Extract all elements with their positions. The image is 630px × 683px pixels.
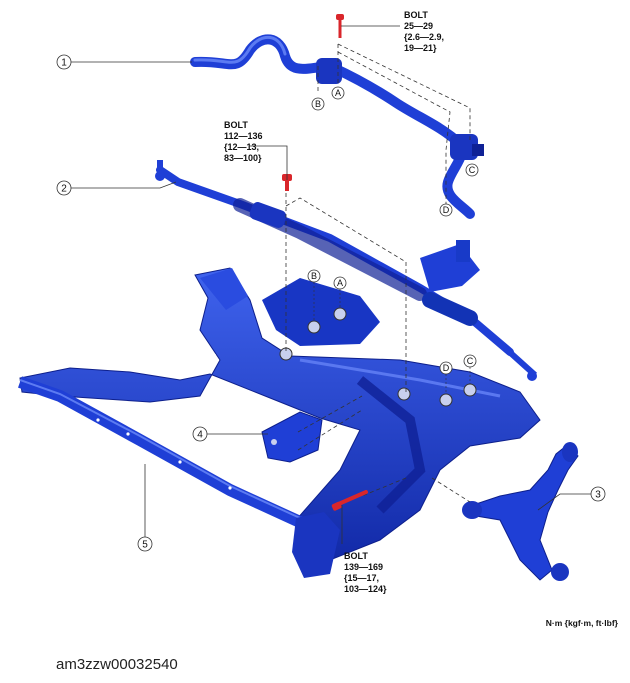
letter-marker-c-frame: C [463,354,477,368]
front-beam [18,376,340,578]
suspension-diagram: 1 2 3 4 5 A B C D B A D C BOLT 25—29 {2.… [18,10,606,594]
crossmember [19,267,541,561]
svg-text:103—124}: 103—124} [344,584,387,594]
letter-marker-a-top: A [331,86,345,100]
bracket [261,411,323,463]
svg-text:{15—17,: {15—17, [344,573,379,583]
letter-marker-d-frame: D [439,361,453,375]
torque-callout-middle: BOLT 112—136 {12—13, 83—100} [224,120,263,163]
torque-callout-top: BOLT 25—29 {2.6—2.9, 19—21} [404,10,444,53]
svg-text:A: A [335,88,341,98]
svg-text:C: C [467,356,474,366]
bolt-bottom-icon [331,490,368,511]
svg-text:D: D [443,205,450,215]
torque-units-note: N·m {kgf·m, ft·lbf} [545,618,618,628]
stabilizer-bar [190,34,484,219]
letter-marker-d-top: D [439,203,453,217]
letter-marker-a-frame: A [333,276,347,290]
leader-lines [70,25,592,544]
svg-text:25—29: 25—29 [404,21,433,31]
svg-text:BOLT: BOLT [344,551,368,561]
svg-text:5: 5 [142,540,148,551]
svg-text:139—169: 139—169 [344,562,383,572]
torque-callout-bottom: BOLT 139—169 {15—17, 103—124} [344,551,387,594]
svg-text:D: D [443,363,450,373]
svg-text:A: A [337,278,343,288]
svg-text:1: 1 [61,58,67,69]
steering-gear [155,160,538,381]
figure-id: am3zzw00032540 [56,656,178,673]
part-callout-2: 2 [56,180,72,196]
letter-markers: A B C D B A D C [307,86,479,394]
part-callout-1: 1 [56,54,72,70]
svg-text:C: C [469,165,476,175]
svg-text:3: 3 [595,490,601,501]
letter-marker-b-top: B [311,97,325,111]
part-callout-3: 3 [590,486,606,502]
svg-text:83—100}: 83—100} [224,153,262,163]
lower-arm [462,442,579,581]
svg-text:B: B [311,271,317,281]
svg-text:{12—13,: {12—13, [224,142,259,152]
svg-text:19—21}: 19—21} [404,43,437,53]
part-callout-4: 4 [192,426,208,442]
part-callout-5: 5 [137,536,153,552]
svg-text:2: 2 [61,184,67,195]
svg-text:BOLT: BOLT [404,10,428,20]
letter-marker-c-top: C [465,163,479,177]
svg-text:4: 4 [197,430,203,441]
alignment-dashes [285,43,471,503]
svg-text:B: B [315,99,321,109]
svg-text:{2.6—2.9,: {2.6—2.9, [404,32,444,42]
svg-text:112—136: 112—136 [224,131,263,141]
letter-marker-b-frame: B [307,269,321,283]
svg-text:BOLT: BOLT [224,120,248,130]
bolt-top-icon [336,14,344,38]
